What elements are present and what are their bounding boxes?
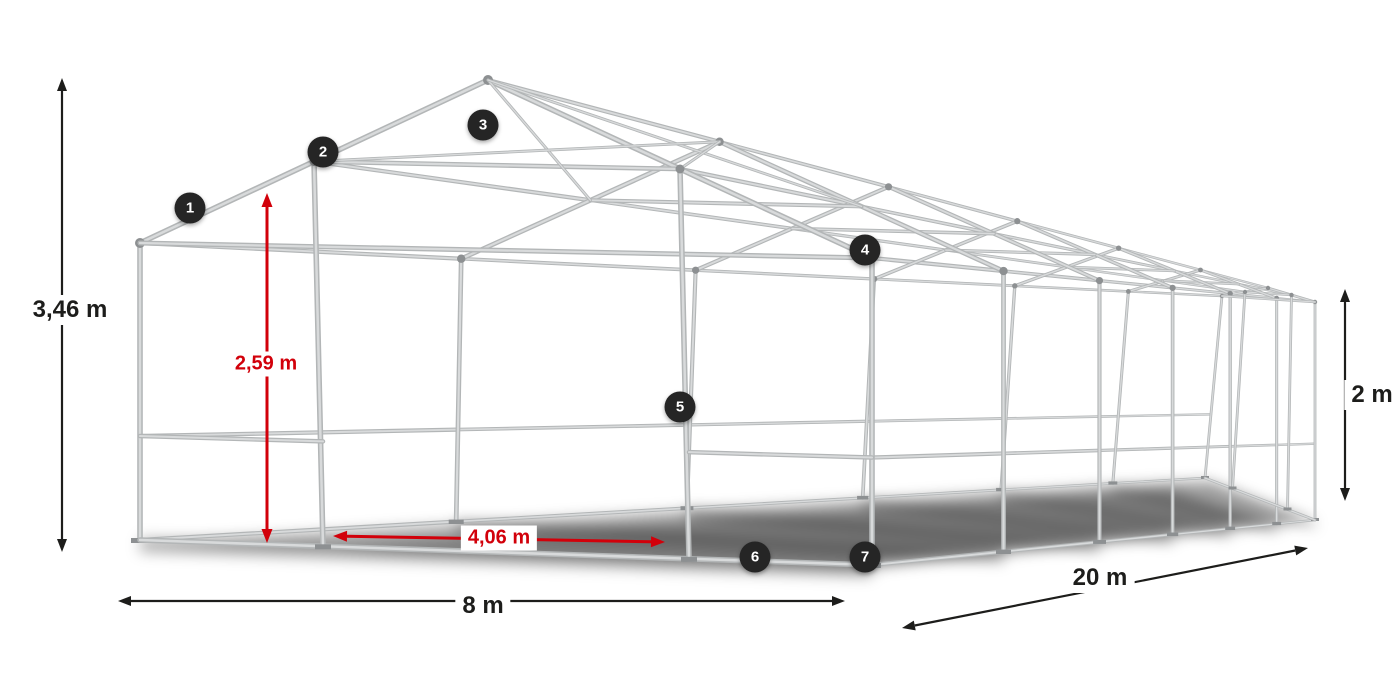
- callout-marker-4[interactable]: 4: [849, 234, 881, 266]
- callout-marker-1[interactable]: 1: [174, 192, 206, 224]
- callout-number-6: 6: [750, 548, 760, 566]
- dimension-label-entrance-height: 2,59 m: [227, 351, 305, 377]
- callout-marker-2[interactable]: 2: [307, 136, 339, 168]
- dimension-label-width: 8 m: [455, 591, 511, 621]
- dimension-label-entrance-width: 4,06 m: [460, 525, 538, 551]
- dimension-label-total-height: 3,46 m: [25, 295, 115, 325]
- callout-marker-3[interactable]: 3: [467, 109, 499, 141]
- callout-number-7: 7: [860, 548, 870, 566]
- dimension-label-side-height: 2 m: [1344, 380, 1400, 410]
- callout-marker-5[interactable]: 5: [664, 391, 696, 423]
- callout-marker-6[interactable]: 6: [739, 541, 771, 573]
- callout-number-2: 2: [318, 143, 328, 161]
- callout-marker-7[interactable]: 7: [849, 541, 881, 573]
- dimension-label-length: 20 m: [1065, 563, 1135, 593]
- callout-number-4: 4: [860, 241, 870, 259]
- callout-number-5: 5: [675, 398, 685, 416]
- callout-number-3: 3: [478, 116, 488, 134]
- callout-number-1: 1: [185, 199, 195, 217]
